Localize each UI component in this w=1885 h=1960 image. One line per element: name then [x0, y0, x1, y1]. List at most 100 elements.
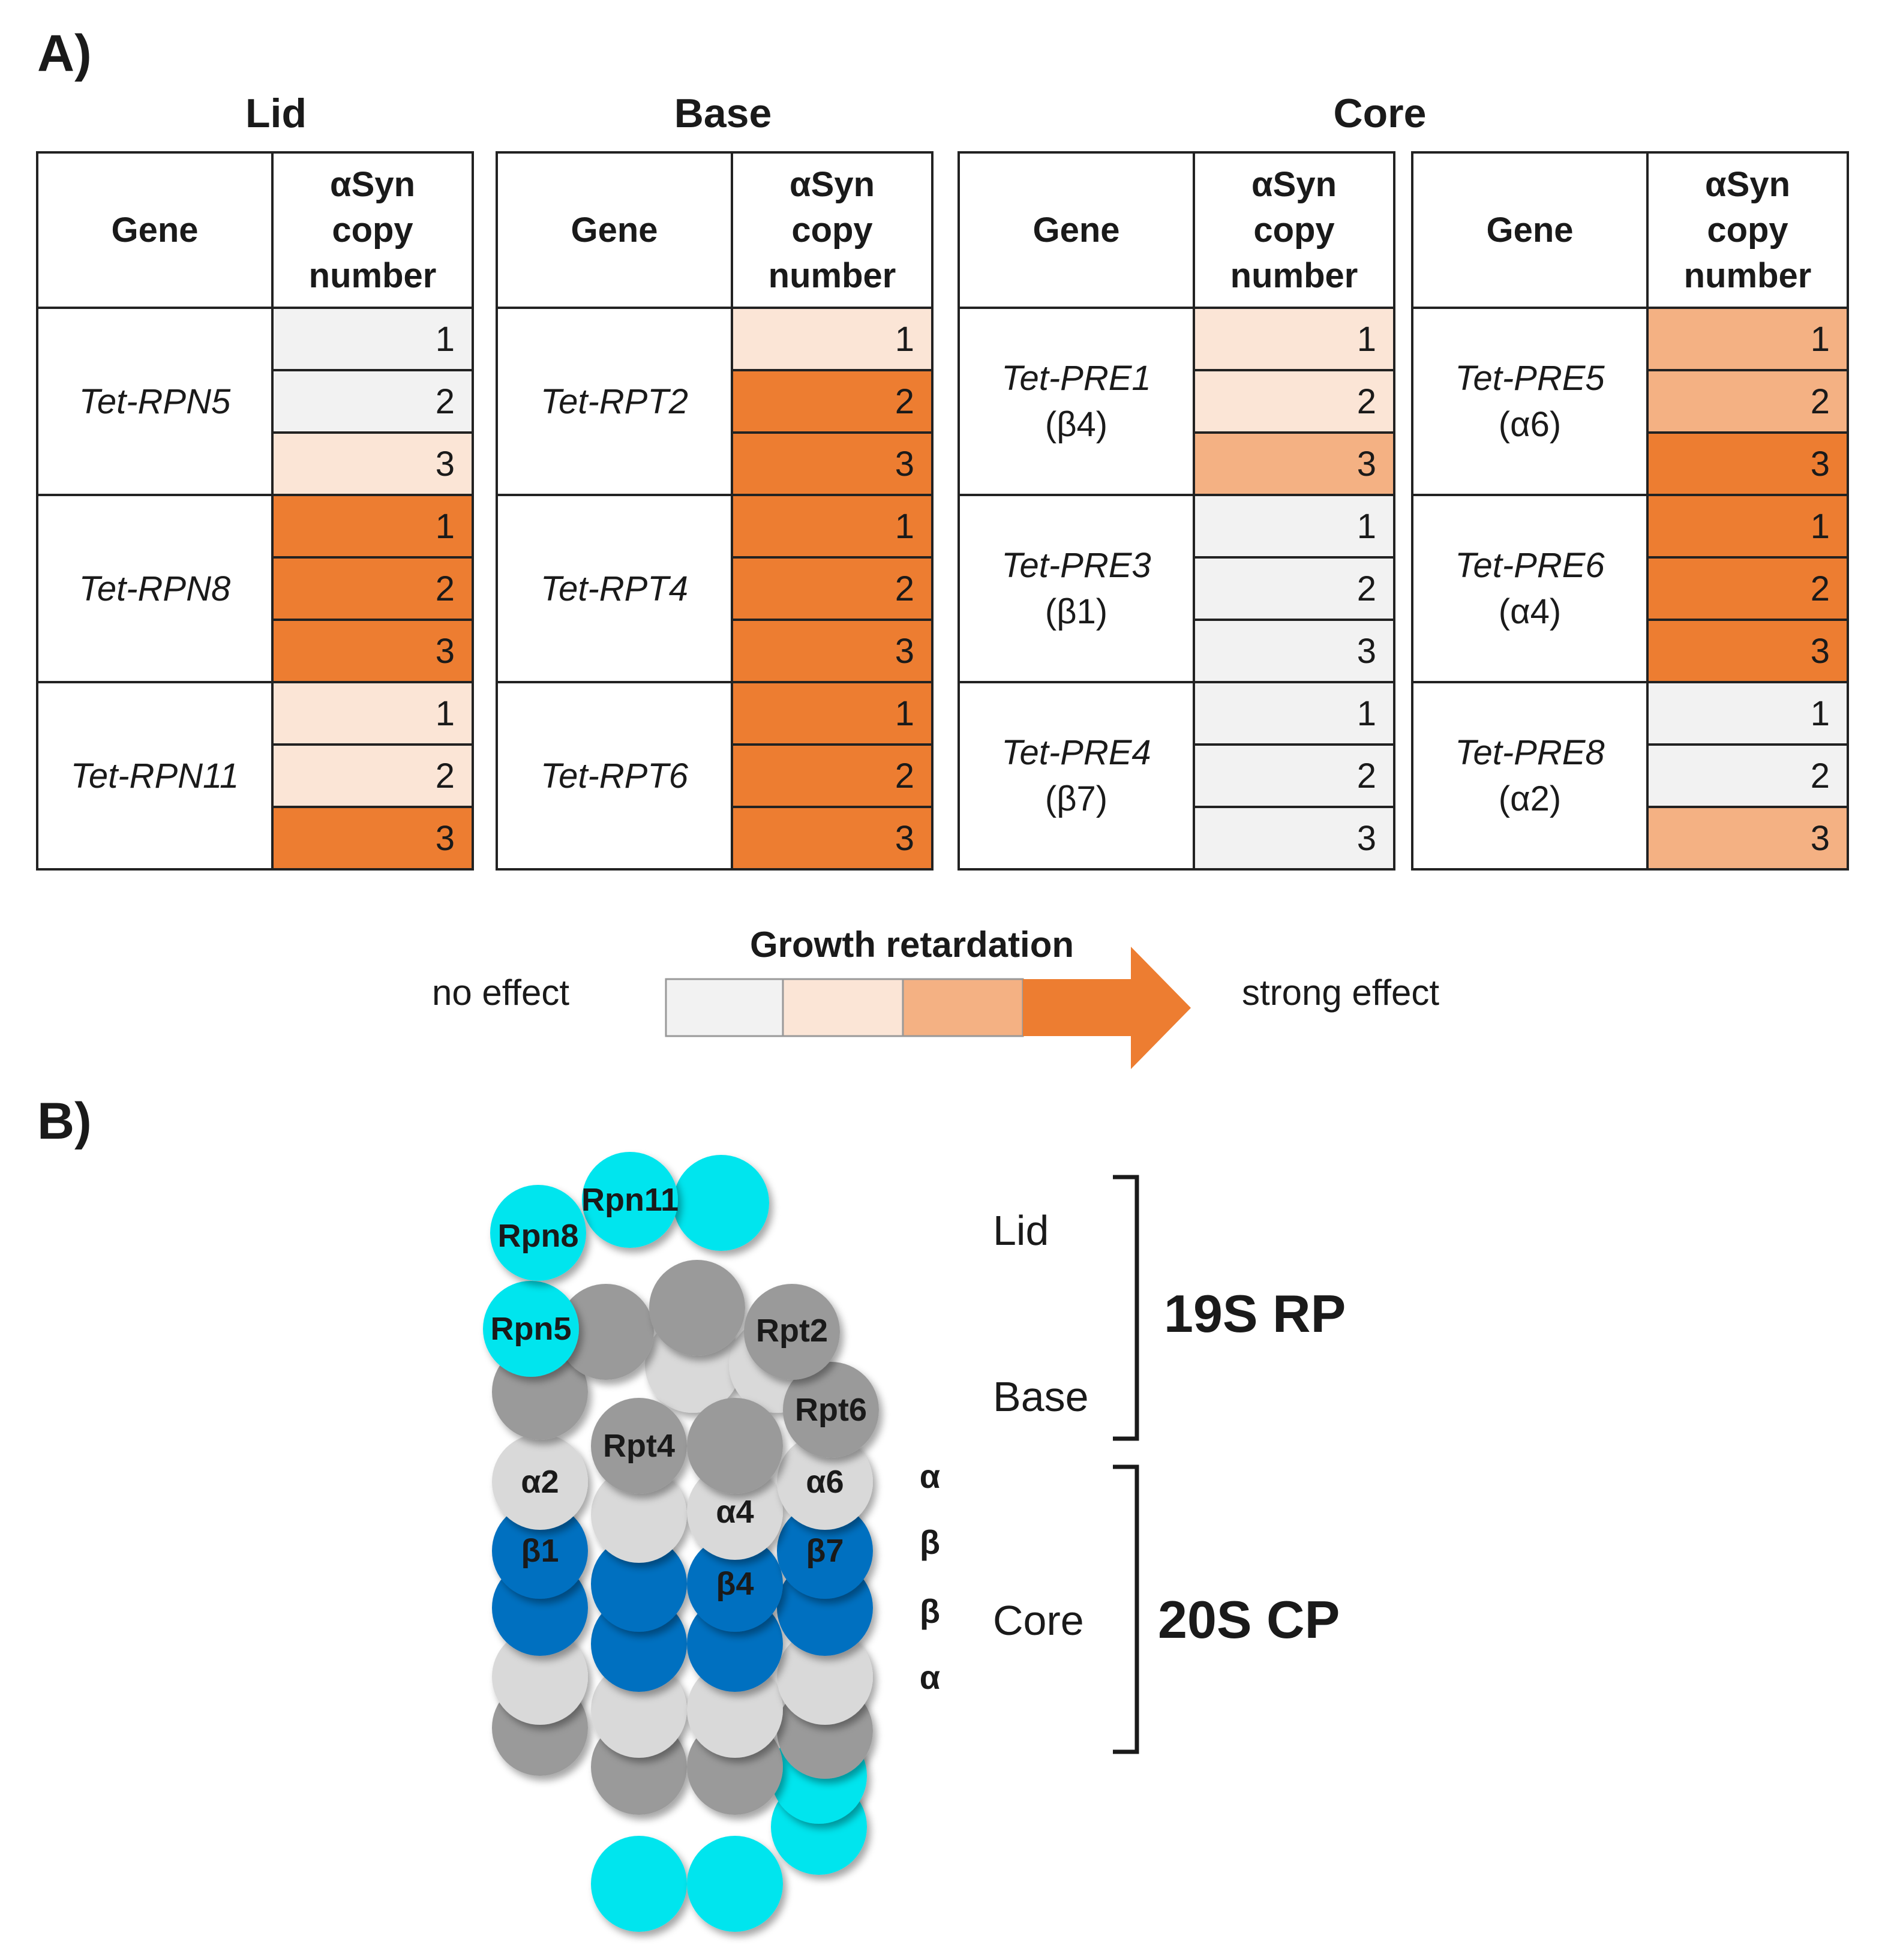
copy-number-cell: 3: [1193, 431, 1395, 496]
lid-subunit-circle: [591, 1836, 687, 1932]
subunit-label: α2: [521, 1464, 559, 1500]
subunit-label: Rpt6: [795, 1392, 867, 1428]
subunit-label: α4: [716, 1494, 754, 1530]
ring-label: β: [920, 1592, 940, 1630]
copy-number-cell: 1: [1193, 494, 1395, 559]
copy-number-cell: 3: [271, 619, 474, 683]
gene-cell: Tet-RPN5: [36, 307, 274, 496]
alpha-subunit-circle: [591, 1467, 687, 1563]
gene-cell: Tet-PRE5(α6): [1411, 307, 1649, 496]
base-subunit-circle: [591, 1719, 687, 1815]
subunit-label: β7: [806, 1533, 844, 1569]
base-subunit-circle: [591, 1398, 687, 1494]
group-title-base: Base: [674, 91, 772, 136]
subunit-label: Rpn11: [581, 1182, 679, 1218]
subunit-label: Rpn5: [491, 1311, 572, 1347]
gene-cell: Tet-RPT6: [496, 681, 733, 871]
base-subunit-circle: [558, 1284, 654, 1380]
beta-subunit-circle: [777, 1503, 873, 1599]
scale-swatch-2: [902, 978, 1024, 1037]
ring-label: α: [920, 1457, 940, 1495]
group-title-core: Core: [1333, 91, 1427, 136]
base-subunit-circle: [744, 1284, 840, 1380]
copy-number-cell: 1: [271, 681, 474, 746]
gene-cell: Tet-PRE3(β1): [957, 494, 1195, 683]
lid-label: Lid: [993, 1207, 1049, 1254]
alpha-subunit-circle: [687, 1464, 783, 1560]
subunit-name: (β7): [1044, 779, 1108, 818]
lid-subunit-circle: [483, 1281, 579, 1377]
alpha-subunit-circle: [777, 1434, 873, 1530]
ring-label: α: [920, 1658, 940, 1696]
beta-subunit-circle: [687, 1536, 783, 1632]
gene-cell: Tet-RPT2: [496, 307, 733, 496]
subunit-name: (α6): [1498, 405, 1562, 444]
bracket-20s: [1113, 1464, 1139, 1754]
alpha-subunit-circle: [492, 1629, 588, 1725]
subunit-label: Rpt4: [603, 1428, 675, 1464]
alpha-subunit-circle: [777, 1629, 873, 1725]
base-subunit-circle: [687, 1719, 783, 1815]
copy-number-cell: 2: [1193, 556, 1395, 621]
gene-cell: Tet-PRE8 (α2): [1411, 681, 1649, 871]
gene-cell: Tet-PRE1 (β4): [957, 307, 1195, 496]
scale-left-label: no effect: [432, 973, 570, 1013]
gene-name: Tet-RPN8: [79, 569, 231, 608]
base-subunit-circle: [645, 1317, 741, 1413]
copy-number-cell: 3: [731, 806, 934, 871]
copy-number-cell: 1: [271, 494, 474, 559]
copy-number-cell: 2: [731, 369, 934, 434]
group-title-lid: Lid: [245, 91, 307, 136]
copy-number-cell: 1: [271, 307, 474, 371]
ring-label: β: [920, 1523, 940, 1561]
20s-cp-label: 20S CP: [1158, 1590, 1340, 1649]
copy-number-cell: 3: [1193, 806, 1395, 871]
gene-cell: Tet-RPN8: [36, 494, 274, 683]
alpha-subunit-circle: [591, 1662, 687, 1758]
scale-swatch-3: [1023, 947, 1191, 1069]
copy-number-cell: 3: [1646, 806, 1849, 871]
subunit-label: α6: [806, 1464, 844, 1500]
gene-column-header: Gene: [36, 151, 274, 309]
copy-number-cell: 2: [271, 743, 474, 808]
copy-number-cell: 3: [1193, 619, 1395, 683]
copy-number-cell: 3: [731, 619, 934, 683]
gene-column-header: Gene: [957, 151, 1195, 309]
gene-name: Tet-RPN5: [79, 382, 231, 421]
scale-swatch-0: [665, 978, 784, 1037]
copy-number-cell: 1: [1646, 681, 1849, 746]
copy-number-cell: 3: [1646, 619, 1849, 683]
copy-number-cell: 3: [271, 806, 474, 871]
copy-number-cell: 3: [271, 431, 474, 496]
gene-name: Tet-RPT2: [540, 382, 689, 421]
subunit-label: Rpn8: [498, 1218, 579, 1254]
gene-cell: Tet-RPT4: [496, 494, 733, 683]
beta-subunit-circle: [687, 1596, 783, 1692]
gene-name: Tet-PRE4: [1001, 733, 1151, 772]
copy-number-cell: 1: [731, 307, 934, 371]
gene-cell: Tet-PRE4 (β7): [957, 681, 1195, 871]
gene-name: Tet-RPT4: [540, 569, 689, 608]
copy-number-cell: 2: [1193, 743, 1395, 808]
copy-number-cell: 2: [731, 743, 934, 808]
gene-name: Tet-PRE8: [1455, 733, 1605, 772]
copy-number-cell: 1: [731, 681, 934, 746]
gene-name: Tet-PRE6: [1455, 546, 1605, 585]
subunit-name: (β1): [1044, 592, 1108, 631]
copy-number-cell: 2: [1646, 369, 1849, 434]
19s-rp-label: 19S RP: [1164, 1284, 1346, 1343]
alpha-subunit-circle: [492, 1434, 588, 1530]
subunit-name: (β4): [1044, 405, 1108, 444]
copy-number-cell: 2: [1193, 369, 1395, 434]
copy-number-cell: 2: [271, 556, 474, 621]
subunit-name: (α2): [1498, 779, 1562, 818]
gene-name: Tet-PRE1: [1001, 359, 1151, 398]
subunit-label: Rpt2: [756, 1313, 828, 1349]
scale-title: Growth retardation: [750, 925, 1074, 965]
